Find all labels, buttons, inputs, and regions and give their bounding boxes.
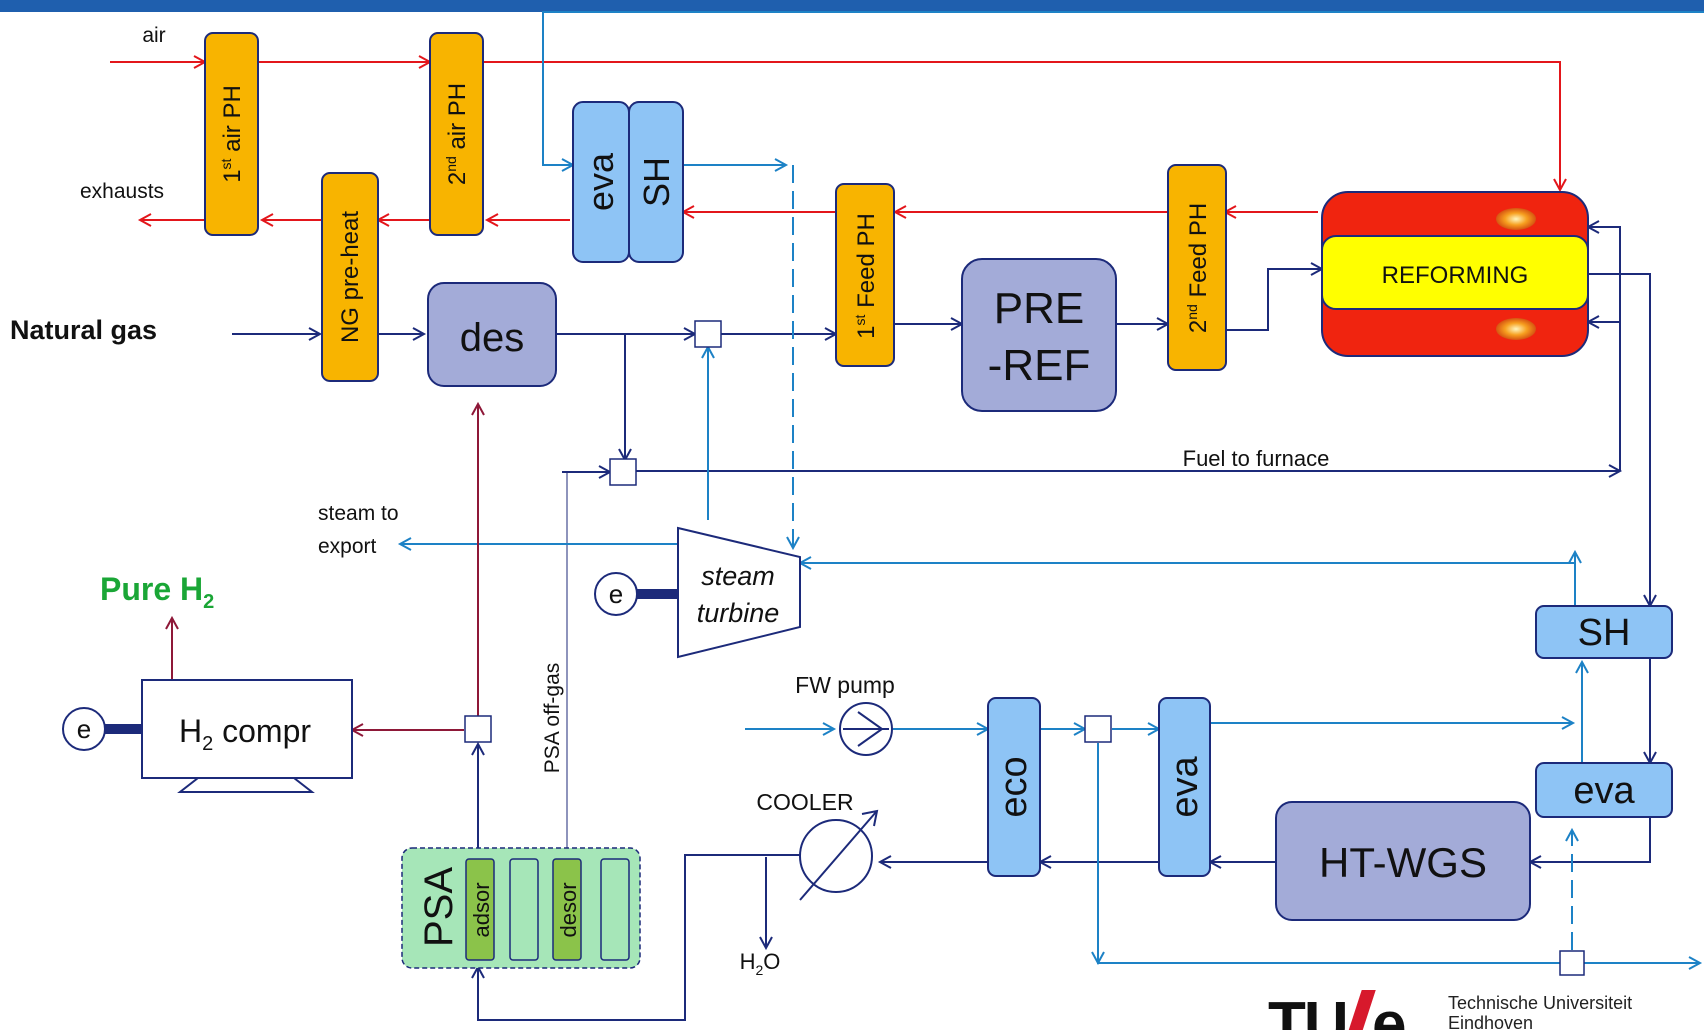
eva-right-label: eva [1573,770,1635,812]
pre-ref-label-1: PRE [994,284,1084,333]
h2-compr-h: H [179,713,202,749]
psa-offgas-label: PSA off-gas [541,663,564,774]
fuel-to-furnace-label: Fuel to furnace [1183,446,1330,471]
air-ph2-label: air PH [444,83,471,156]
logo-slash-icon [1342,990,1375,1030]
reformer-unit: REFORMING [1322,192,1588,356]
eva-right-unit: eva [1536,763,1672,817]
logo-tu-text: TU [1268,994,1347,1030]
h2-splitter-junction [465,716,491,742]
h2-compr-rest: compr [213,713,311,749]
steam-to-export-label-1: steam to [318,502,399,525]
air-ph2-unit: 2nd air PH [430,33,483,235]
ng-preheat-label: NG pre-heat [337,211,364,343]
sh-top-label: SH [636,157,677,207]
des-unit: des [428,283,556,386]
feed-ph1-label: Feed PH [853,213,880,314]
pre-ref-unit: PRE -REF [962,259,1116,411]
bottom-mixer-junction [1560,951,1584,975]
logo-university-name: Technische Universiteit Eindhoven [1448,993,1632,1030]
psa-bed-2 [510,859,538,960]
psa-label: PSA [417,867,461,947]
turbine-generator-e: e [609,579,623,609]
cooler-label: COOLER [756,789,853,815]
air-label: air [142,24,165,47]
compressor-motor-e: e [77,714,91,744]
eva-mid-label: eva [1164,756,1206,818]
exhausts-label: exhausts [80,180,164,203]
feed-ph1-ordinal: 1 [853,325,880,338]
pre-ref-label-2: -REF [988,341,1091,390]
fuel-to-burner-low-line [1588,322,1620,471]
psa-bed-4 [601,859,629,960]
sh-top-unit: SH [629,102,683,262]
psa-unit: PSA adsor desor [402,848,640,968]
feedph2-to-reformer-line [1226,269,1322,330]
sh-right-label: SH [1578,612,1631,654]
steam-turbine-unit: steam turbine e [595,528,800,657]
ht-wgs-unit: HT-WGS [1276,802,1530,920]
ng-preheat-unit: NG pre-heat [322,173,378,381]
ht-wgs-label: HT-WGS [1319,839,1487,886]
h2-compr-sub: 2 [202,733,213,755]
reforming-label: REFORMING [1382,262,1529,289]
air-ph1-ordinal: 1 [219,169,246,182]
water-splitter-junction [1085,716,1111,742]
air-ph1-unit: 1st air PH [205,33,258,235]
burner-flame-top-icon [1496,208,1536,230]
fw-pump-unit [840,703,892,755]
sh-right-unit: SH [1536,606,1672,658]
svg-text:H2 compr: H2 compr [179,713,311,755]
eva-top-label: eva [580,152,621,211]
eco-label: eco [993,756,1035,817]
feed-mixer-junction [695,321,721,347]
air-ph1-sup: st [218,158,234,169]
eva-top-unit: eva [573,102,629,262]
natural-gas-label: Natural gas [10,315,157,345]
pure-h2-label: Pure H2 [100,571,214,613]
eva-to-htwgs-line [1530,817,1650,862]
steam-turbine-label-1: steam [701,561,775,591]
burner-flame-bottom-icon [1496,318,1536,340]
fuel-mixer-junction [610,459,636,485]
eva-mid-unit: eva [1159,698,1210,876]
feed-ph2-sup: nd [1184,304,1200,320]
logo-e-text: e [1372,994,1406,1030]
h2o-label: H2O [740,949,781,978]
steam-turbine-label-2: turbine [697,598,780,628]
air-ph1-label: air PH [219,85,246,158]
air-ph2-ordinal: 2 [444,172,471,185]
steam-drum-to-eva-line [543,12,1704,165]
eco-unit: eco [988,698,1040,876]
feed-ph1-sup: st [852,314,868,325]
feed-ph2-ordinal: 2 [1185,320,1212,333]
logo-line-1: Technische Universiteit [1448,993,1632,1013]
h2-compressor-unit: H2 compr e [63,680,352,792]
steam-to-export-label-2: export [318,535,377,558]
cooler-unit [800,811,877,900]
adsor-label: adsor [469,882,494,937]
tue-logo: TU e Technische Universiteit Eindhoven [1268,990,1704,1030]
feed-ph1-unit: 1st Feed PH [836,184,894,366]
des-label: des [460,316,525,360]
desor-label: desor [556,882,581,937]
feed-ph2-label: Feed PH [1185,203,1212,304]
logo-line-2: Eindhoven [1448,1013,1632,1030]
air-ph2-sup: nd [443,156,459,172]
cooler-icon [800,820,872,892]
fw-pump-label: FW pump [795,672,895,698]
feed-ph2-unit: 2nd Feed PH [1168,165,1226,370]
